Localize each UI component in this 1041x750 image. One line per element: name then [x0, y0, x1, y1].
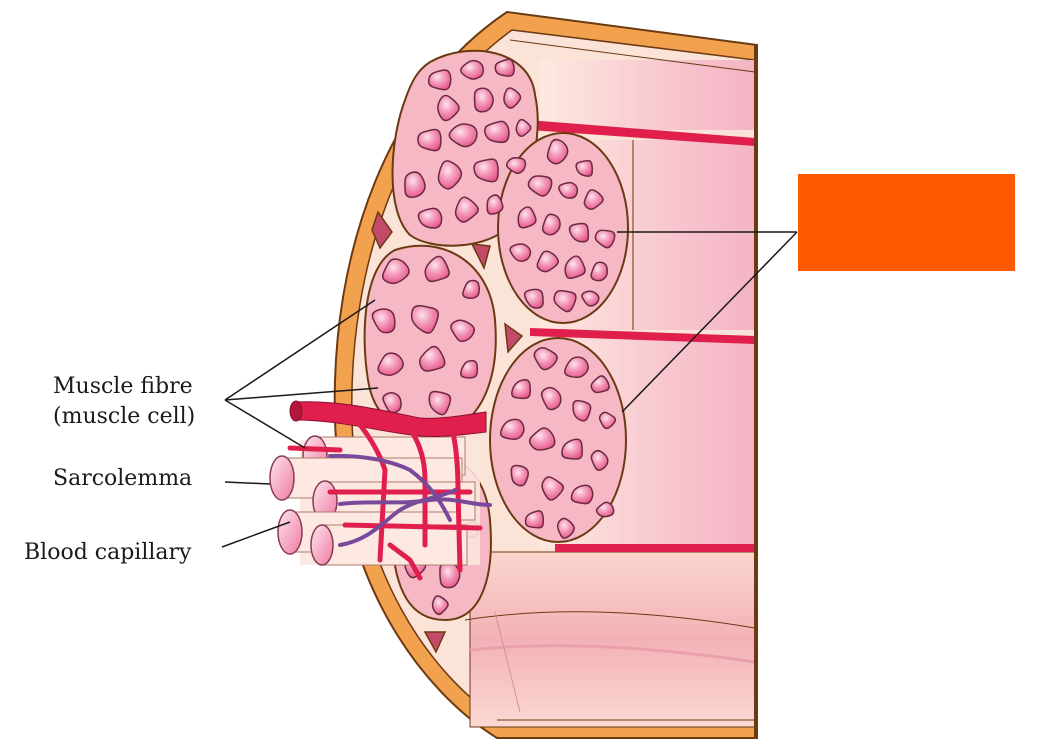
muscle-fibre — [558, 181, 579, 199]
muscle-fibre — [553, 289, 577, 313]
muscle-fibre — [499, 418, 525, 440]
muscle-fibre — [511, 379, 531, 400]
muscle-fibre — [564, 356, 589, 379]
muscle-fibre — [528, 427, 556, 451]
muscle-fibre — [583, 189, 604, 210]
label-blood-capillary: Blood capillary — [24, 540, 192, 565]
label-mask-box — [798, 174, 1015, 271]
purple-capillaries — [328, 453, 492, 547]
muscle-fibre — [439, 561, 461, 589]
muscle-fibre — [473, 158, 499, 183]
muscle-fibre — [540, 386, 562, 411]
muscle-fibres — [371, 58, 617, 616]
muscle-fibre — [404, 171, 426, 199]
label-sarcolemma: Sarcolemma — [53, 466, 193, 491]
muscle-fibre — [595, 501, 615, 518]
muscle-fibre — [594, 229, 616, 249]
muscle-fibre — [515, 118, 532, 137]
muscle-fibre — [454, 196, 479, 223]
muscle-fibre — [437, 160, 463, 190]
muscle-fibre — [533, 347, 558, 371]
muscle-fibre — [427, 69, 452, 91]
muscle-fibre — [524, 510, 545, 529]
interfascicular-vessels — [371, 210, 524, 654]
muscle-fibre — [431, 595, 449, 616]
muscle-fibre — [503, 87, 522, 109]
muscle-fibre — [572, 399, 592, 422]
muscle-fibre — [462, 279, 481, 300]
muscle-fibre — [570, 484, 594, 505]
muscle-fibre — [510, 464, 530, 487]
blood-vessel — [295, 401, 487, 438]
muscle-fibre — [410, 304, 439, 334]
exposed-fibre-bundle — [269, 400, 492, 581]
muscle-fibre — [418, 345, 446, 372]
muscle-fibre — [568, 222, 590, 243]
muscle-fibre — [517, 206, 537, 229]
muscle-fibre — [382, 392, 402, 414]
muscle-fibre — [483, 120, 510, 144]
muscle-fibre — [505, 156, 527, 175]
muscle-fibre — [424, 255, 450, 283]
label-muscle-fibre-line2: (muscle cell) — [53, 404, 196, 429]
muscle-fibre — [590, 261, 609, 282]
muscle-fibre — [460, 59, 485, 80]
muscle-fibre — [523, 288, 544, 309]
muscle-fibre — [371, 308, 396, 334]
muscle-fibre — [486, 194, 504, 215]
muscle-fibre — [564, 255, 586, 279]
muscle-fibre — [541, 213, 561, 236]
muscle-fibre — [381, 258, 410, 285]
muscle-fibre — [598, 411, 617, 430]
muscle-fibre — [590, 449, 609, 471]
muscle-fibre — [527, 175, 553, 197]
muscle-fibre — [428, 390, 452, 416]
muscle-fibre — [377, 352, 404, 376]
label-muscle-fibre-line1: Muscle fibre — [53, 374, 193, 399]
muscle-fibre — [556, 517, 575, 539]
muscle-fibre — [417, 128, 442, 152]
muscle-fibre — [575, 159, 594, 177]
muscle-fibre — [494, 58, 515, 77]
muscle-fibre — [590, 375, 610, 394]
muscle-fibre — [581, 290, 600, 307]
muscle-fibre — [417, 207, 443, 229]
muscle-fibre — [450, 319, 475, 343]
label-muscle-fibre: Muscle fibre (muscle cell) — [53, 372, 195, 432]
muscle-fibre — [546, 138, 569, 165]
leader-lines — [221, 231, 798, 548]
muscle-fibre — [473, 87, 494, 113]
muscle-fibre — [437, 94, 460, 122]
muscle-fibre — [536, 250, 559, 273]
muscle-fibre — [541, 476, 565, 501]
muscle-fibre — [561, 438, 584, 460]
muscle-fibre — [459, 359, 479, 379]
muscle-fibre — [509, 243, 532, 262]
muscle-fibre — [448, 123, 478, 148]
